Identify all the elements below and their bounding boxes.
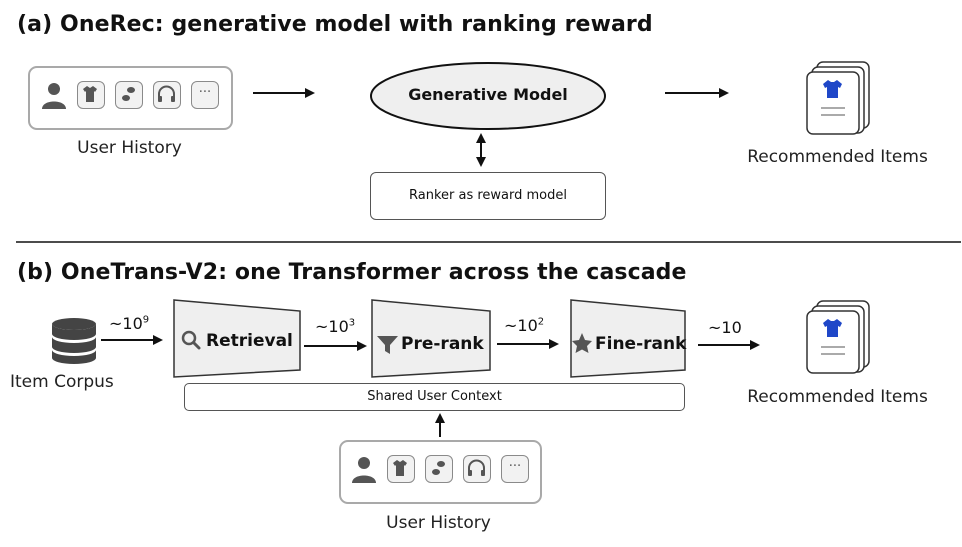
user-history-label-a: User History xyxy=(77,138,182,158)
pre-rank-stage xyxy=(371,299,491,378)
shirt-icon xyxy=(823,319,842,337)
user-icon xyxy=(352,457,376,483)
headphones-icon xyxy=(468,459,485,476)
fine-rank-label: Fine-rank xyxy=(595,334,687,354)
shoes-icon xyxy=(122,87,135,101)
count-label-1: ~109 xyxy=(109,314,150,333)
section-b-title: (b) OneTrans-V2: one Transformer across … xyxy=(17,260,687,285)
section-a-title: (a) OneRec: generative model with rankin… xyxy=(17,12,653,37)
shared-user-context-label: Shared User Context xyxy=(367,389,502,404)
generative-model-label: Generative Model xyxy=(408,85,568,104)
shared-user-context-box: Shared User Context xyxy=(184,383,685,411)
shirt-icon-chip xyxy=(387,455,415,483)
shoes-icon xyxy=(432,461,445,475)
recommended-items-stack-a xyxy=(806,61,870,135)
filter-icon xyxy=(377,336,398,354)
shirt-icon xyxy=(83,86,97,102)
database-icon xyxy=(52,318,96,364)
user-icon xyxy=(42,83,66,109)
ranker-box: Ranker as reward model xyxy=(370,172,606,220)
shirt-icon xyxy=(393,460,407,476)
more-icon-chip: ··· xyxy=(501,455,529,483)
more-icon: ··· xyxy=(508,459,522,474)
search-icon xyxy=(181,330,201,350)
fine-rank-stage xyxy=(570,299,686,378)
ranker-label: Ranker as reward model xyxy=(409,188,567,203)
more-icon: ··· xyxy=(198,85,212,100)
recommended-items-label-a: Recommended Items xyxy=(747,147,928,167)
pre-rank-label: Pre-rank xyxy=(401,334,484,354)
more-icon-chip: ··· xyxy=(191,81,219,109)
retrieval-stage xyxy=(173,299,301,378)
recommended-items-label-b: Recommended Items xyxy=(747,387,928,407)
user-history-label-b: User History xyxy=(386,513,491,533)
retrieval-label: Retrieval xyxy=(206,331,293,351)
generative-model-node xyxy=(370,62,606,130)
shirt-icon xyxy=(823,80,842,98)
recommended-items-stack-b xyxy=(806,300,870,374)
headphones-icon-chip xyxy=(153,81,181,109)
headphones-icon xyxy=(158,85,175,102)
count-label-3: ~102 xyxy=(504,316,545,335)
shirt-icon-chip xyxy=(77,81,105,109)
count-label-4: ~10 xyxy=(708,318,742,337)
user-history-panel-a: ··· xyxy=(28,66,233,130)
user-history-panel-b: ··· xyxy=(339,440,542,504)
star-icon xyxy=(572,333,592,353)
item-corpus-label: Item Corpus xyxy=(10,372,114,392)
count-label-2: ~103 xyxy=(315,317,356,336)
shoes-icon-chip xyxy=(115,81,143,109)
shoes-icon-chip xyxy=(425,455,453,483)
headphones-icon-chip xyxy=(463,455,491,483)
